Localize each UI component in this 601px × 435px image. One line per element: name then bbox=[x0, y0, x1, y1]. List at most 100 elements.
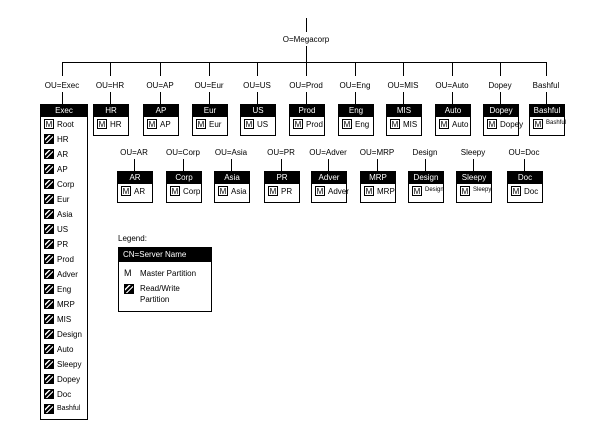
read-write-partition-icon bbox=[44, 269, 54, 279]
root-connector bbox=[306, 46, 307, 62]
ou-server-link bbox=[425, 159, 426, 171]
replica-label: Bashful bbox=[546, 120, 567, 126]
server-header: MRP bbox=[361, 172, 395, 184]
server-header: Eng bbox=[339, 105, 373, 117]
ou-label: OU=HR bbox=[95, 81, 125, 90]
replica-label: Design bbox=[425, 187, 444, 193]
server-header: Adver bbox=[312, 172, 346, 184]
master-partition-icon: M bbox=[511, 186, 521, 196]
ou-label: Sleepy bbox=[460, 148, 486, 157]
replica-label: Eng bbox=[355, 120, 370, 129]
replica-label: Auto bbox=[452, 120, 469, 129]
ou-server-link bbox=[134, 159, 135, 171]
legend-box: CN=Server Name bbox=[118, 247, 212, 312]
legend-rw-label-1: Read/Write bbox=[140, 284, 180, 293]
replica-label: Design bbox=[57, 330, 82, 339]
replica-row: AP bbox=[41, 162, 87, 177]
replica-row: MIS bbox=[41, 312, 87, 327]
ou-label: OU=Asia bbox=[214, 148, 248, 157]
ou-label: Design bbox=[412, 148, 438, 157]
read-write-partition-icon bbox=[44, 404, 54, 414]
ou-label: Dopey bbox=[488, 81, 512, 90]
ou-drop bbox=[160, 62, 161, 76]
replica-row: Prod bbox=[41, 252, 87, 267]
replica-label: Doc bbox=[524, 187, 539, 196]
replica-row: US bbox=[41, 222, 87, 237]
ou-label: OU=MRP bbox=[359, 148, 395, 157]
read-write-partition-icon bbox=[44, 284, 54, 294]
legend-rw-label-2: Partition bbox=[140, 295, 170, 304]
replica-label: Asia bbox=[231, 187, 247, 196]
replica-label: Corp bbox=[57, 180, 75, 189]
ou-label: OU=Adver bbox=[309, 148, 347, 157]
server-header: Auto bbox=[436, 105, 470, 117]
legend-header: CN=Server Name bbox=[119, 248, 211, 262]
replica-label: Eur bbox=[209, 120, 222, 129]
ou-label: OU=MIS bbox=[387, 81, 419, 90]
server-header: Corp bbox=[167, 172, 201, 184]
read-write-partition-icon bbox=[44, 389, 54, 399]
ou-drop bbox=[355, 62, 356, 76]
master-partition-icon: M bbox=[268, 186, 278, 196]
ou-server-link bbox=[306, 92, 307, 104]
read-write-partition-icon bbox=[44, 194, 54, 204]
replica-row: Auto bbox=[41, 342, 87, 357]
replica-label: Corp bbox=[183, 187, 201, 196]
replica-label: US bbox=[257, 120, 269, 129]
read-write-partition-icon bbox=[44, 149, 54, 159]
read-write-partition-icon bbox=[124, 284, 134, 294]
ou-server-link bbox=[257, 92, 258, 104]
ou-server-link bbox=[231, 159, 232, 171]
replica-label: Prod bbox=[57, 255, 74, 264]
master-partition-icon: M bbox=[293, 119, 303, 129]
ou-server-link bbox=[328, 159, 329, 171]
ou-label: OU=Corp bbox=[165, 148, 201, 157]
replica-label: AP bbox=[57, 165, 68, 174]
master-partition-icon: M bbox=[342, 119, 352, 129]
replica-row: AR bbox=[41, 147, 87, 162]
ou-server-link bbox=[355, 92, 356, 104]
ou-server-link bbox=[183, 159, 184, 171]
replica-row: Adver bbox=[41, 267, 87, 282]
server-header: US bbox=[241, 105, 275, 117]
server-header: Asia bbox=[215, 172, 249, 184]
ou-drop bbox=[546, 62, 547, 76]
ou-drop bbox=[62, 62, 63, 76]
read-write-partition-icon bbox=[44, 329, 54, 339]
master-partition-icon: M bbox=[315, 186, 325, 196]
ou-server-link bbox=[281, 159, 282, 171]
replica-label: MIS bbox=[403, 120, 418, 129]
server-header: MIS bbox=[387, 105, 421, 117]
replica-label: Adver bbox=[328, 187, 349, 196]
replica-label: MIS bbox=[57, 315, 72, 324]
ou-drop bbox=[257, 62, 258, 76]
server-header: Eur bbox=[193, 105, 227, 117]
ou-server-link bbox=[403, 92, 404, 104]
replica-label: AR bbox=[57, 150, 69, 159]
server-header: Sleepy bbox=[457, 172, 491, 184]
ou-label: OU=US bbox=[243, 81, 271, 90]
replica-label: MRP bbox=[57, 300, 75, 309]
read-write-partition-icon bbox=[44, 299, 54, 309]
replica-label: HR bbox=[57, 135, 69, 144]
replica-label: Sleepy bbox=[473, 187, 492, 193]
ou-server-link bbox=[209, 92, 210, 104]
